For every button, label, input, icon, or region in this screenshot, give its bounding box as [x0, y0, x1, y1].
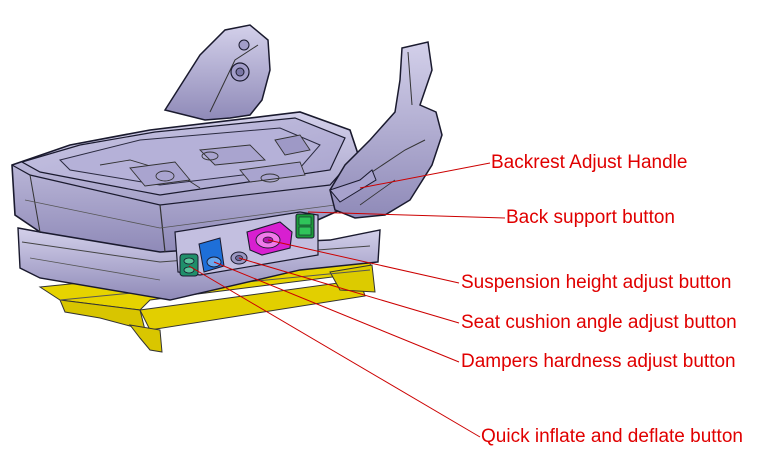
- callout-backrest-adjust-handle: Backrest Adjust Handle: [491, 152, 688, 173]
- callout-dampers-hardness-adjust-button: Dampers hardness adjust button: [461, 351, 736, 372]
- leader-line-dampers-hardness: [213, 261, 460, 363]
- suspension-height-adjust-button: [246, 221, 293, 256]
- leader-line-suspension-height: [267, 239, 460, 284]
- dampers-hardness-adjust-button: [198, 237, 225, 273]
- leader-line-seat-cushion-angle: [238, 257, 460, 324]
- callout-back-support-button: Back support button: [506, 207, 675, 228]
- leader-lines: [188, 162, 506, 438]
- backrest-adjust-handle: [329, 169, 377, 203]
- callout-seat-cushion-angle-adjust-button: Seat cushion angle adjust button: [461, 312, 737, 333]
- callout-suspension-height-adjust-button: Suspension height adjust button: [461, 272, 732, 293]
- leader-line-quick-inflate: [188, 265, 481, 438]
- back-support-button: [295, 213, 315, 239]
- leader-line-back-support: [307, 211, 506, 219]
- quick-inflate-deflate-button: [179, 253, 199, 277]
- rear-hinge-bracket: [163, 24, 271, 121]
- callout-quick-inflate-deflate-button: Quick inflate and deflate button: [481, 426, 743, 447]
- leader-line-backrest-handle: [359, 162, 491, 189]
